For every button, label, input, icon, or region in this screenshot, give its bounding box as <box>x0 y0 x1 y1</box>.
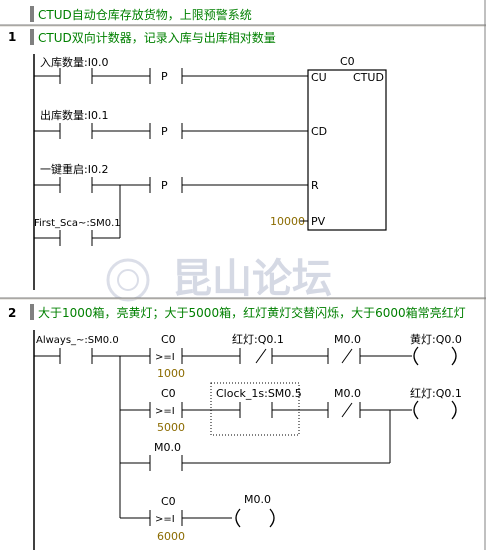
svg-text:M0.0: M0.0 <box>334 387 361 400</box>
svg-text:M0.0: M0.0 <box>154 441 181 454</box>
svg-text:C0: C0 <box>161 333 176 346</box>
svg-text:昆山论坛: 昆山论坛 <box>172 256 332 302</box>
svg-text:CU: CU <box>311 71 327 84</box>
svg-text:P: P <box>161 125 168 138</box>
svg-text:M0.0: M0.0 <box>244 493 271 506</box>
p-edge-1[interactable]: P <box>149 68 308 84</box>
contact-label: 入库数量:I0.0 <box>40 56 108 69</box>
svg-text:CD: CD <box>311 125 327 138</box>
compare-6000[interactable]: C0 >=I 6000 <box>149 495 232 543</box>
contact-m00-parallel[interactable]: M0.0 <box>149 410 391 471</box>
network-comment: CTUD双向计数器，记录入库与出库相对数量 <box>38 30 276 45</box>
svg-text:>=I: >=I <box>155 406 175 417</box>
nc-contact-red-light[interactable]: 红灯:Q0.1 <box>232 333 328 364</box>
ctud-counter-box[interactable]: C0 CU CTUD CD R PV 10000 <box>270 55 387 231</box>
coil-red-light[interactable]: 红灯:Q0.1 <box>410 387 462 420</box>
pv-value: 10000 <box>270 215 305 228</box>
svg-text:PV: PV <box>311 215 326 228</box>
contact-clock-1s[interactable]: Clock_1s:SM0.5 <box>210 382 328 436</box>
contact-in[interactable]: 入库数量:I0.0 <box>34 56 150 84</box>
svg-text:P: P <box>161 70 168 83</box>
svg-text:C0: C0 <box>161 387 176 400</box>
nc-contact-m00-1[interactable]: M0.0 <box>327 333 412 364</box>
compare-1000[interactable]: C0 >=I 1000 <box>149 333 240 380</box>
network-number: 2 <box>8 306 16 320</box>
svg-text:>=I: >=I <box>155 352 175 363</box>
network-comment: 大于1000箱，亮黄灯；大于5000箱，红灯黄灯交替闪烁，大于6000箱常亮红灯 <box>38 305 466 320</box>
contact-reset[interactable]: 一键重启:I0.2 <box>34 162 150 193</box>
svg-text:1000: 1000 <box>157 367 185 380</box>
svg-text:R: R <box>311 179 319 192</box>
coil-yellow-light[interactable]: 黄灯:Q0.0 <box>410 332 462 366</box>
svg-text:C0: C0 <box>161 495 176 508</box>
contact-out[interactable]: 出库数量:I0.1 <box>34 108 150 139</box>
contact-label: 出库数量:I0.1 <box>40 108 108 122</box>
svg-text:CTUD: CTUD <box>353 71 384 84</box>
p-edge-3[interactable]: P <box>149 177 308 193</box>
svg-text:红灯:Q0.1: 红灯:Q0.1 <box>232 333 284 346</box>
svg-text:红灯:Q0.1: 红灯:Q0.1 <box>410 387 462 400</box>
program-title-row: CTUD自动仓库存放货物，上限预警系统 <box>30 6 252 22</box>
network-2[interactable]: 2 大于1000箱，亮黄灯；大于5000箱，红灯黄灯交替闪烁，大于6000箱常亮… <box>8 304 466 550</box>
svg-text:P: P <box>161 179 168 192</box>
watermark-logo: 昆山论坛 <box>106 256 332 302</box>
program-title: CTUD自动仓库存放货物，上限预警系统 <box>38 7 252 22</box>
contact-label: 一键重启:I0.2 <box>40 162 108 176</box>
svg-text:6000: 6000 <box>157 530 185 543</box>
contact-label: First_Sca~:SM0.1 <box>34 218 121 229</box>
nc-contact-m00-2[interactable]: M0.0 <box>327 387 412 418</box>
svg-text:C0: C0 <box>340 55 355 68</box>
contact-always[interactable]: Always_~:SM0.0 <box>34 335 150 364</box>
svg-text:M0.0: M0.0 <box>334 333 361 346</box>
svg-text:>=I: >=I <box>155 514 175 525</box>
p-edge-2[interactable]: P <box>149 123 308 139</box>
contact-label: Always_~:SM0.0 <box>36 335 119 346</box>
network-1[interactable]: 1 CTUD双向计数器，记录入库与出库相对数量 入库数量:I0.0 P 出库数量… <box>8 29 387 290</box>
coil-m00[interactable]: M0.0 <box>235 493 275 528</box>
network-number: 1 <box>8 30 16 44</box>
svg-text:Clock_1s:SM0.5: Clock_1s:SM0.5 <box>216 387 302 400</box>
svg-text:5000: 5000 <box>157 421 185 434</box>
compare-5000[interactable]: C0 >=I 5000 <box>149 387 240 434</box>
svg-text:黄灯:Q0.0: 黄灯:Q0.0 <box>410 332 462 346</box>
contact-first-scan[interactable]: First_Sca~:SM0.1 <box>34 185 121 246</box>
